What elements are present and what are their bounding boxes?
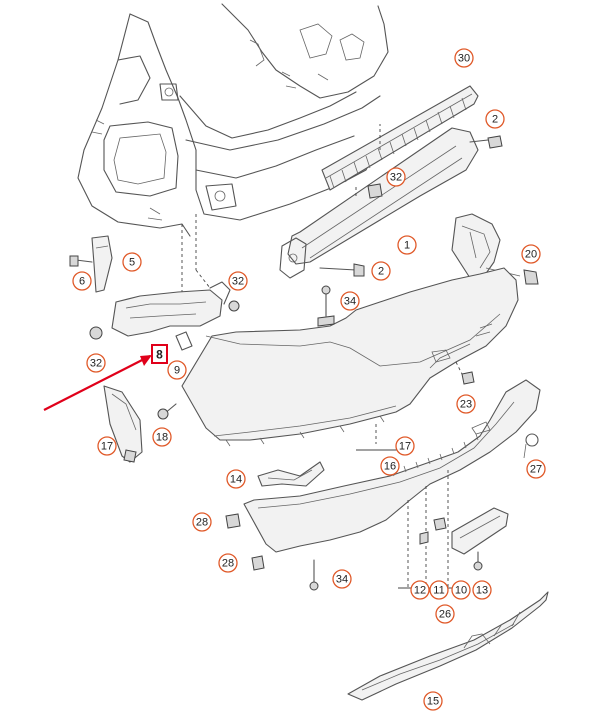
- callout-label: 32: [90, 358, 102, 370]
- callout-label: 17: [101, 441, 113, 453]
- svg-text:8: 8: [156, 348, 163, 362]
- bracket-14: [257, 461, 325, 487]
- callout-32: 32: [228, 271, 248, 291]
- callout-label: 34: [336, 574, 348, 586]
- callout-label: 15: [427, 696, 439, 708]
- callout-11: 11: [429, 580, 449, 600]
- callout-10: 10: [451, 580, 471, 600]
- impact-absorber-30: [321, 85, 479, 191]
- side-guide-20: [451, 213, 539, 285]
- callout-27: 27: [526, 459, 546, 479]
- nut-32-mid: [228, 300, 240, 312]
- callout-label: 11: [433, 585, 444, 597]
- highlight-arrow: [43, 355, 152, 411]
- callout-label: 6: [79, 276, 85, 288]
- bolt-2-mid: [319, 263, 365, 277]
- callout-label: 2: [492, 114, 498, 126]
- callout-label: 26: [439, 609, 451, 621]
- callout-34: 34: [332, 569, 352, 589]
- clip-28a: [225, 513, 241, 529]
- callout-label: 34: [344, 296, 356, 308]
- callout-label: 12: [414, 585, 426, 597]
- callout-18: 18: [152, 427, 172, 447]
- callout-label: 9: [174, 365, 180, 377]
- callout-label: 32: [390, 172, 402, 184]
- callout-8-highlighted: 8: [151, 344, 168, 364]
- callout-label: 23: [460, 399, 472, 411]
- callout-label: 14: [230, 474, 242, 486]
- callout-28: 28: [218, 553, 238, 573]
- callout-14: 14: [226, 469, 246, 489]
- stud-34-lower: [309, 559, 319, 591]
- parts-11-12-13: [419, 517, 483, 571]
- callout-label: 10: [455, 585, 467, 597]
- callout-32: 32: [386, 167, 406, 187]
- callout-23: 23: [456, 394, 476, 414]
- guide-bracket-9: [111, 269, 231, 351]
- bolt-6: [69, 255, 93, 267]
- nut-32-top: [367, 183, 383, 199]
- stud-34: [317, 285, 335, 327]
- callout-30: 30: [454, 48, 474, 68]
- nut-32-left: [89, 326, 103, 340]
- callout-label: 2: [378, 266, 384, 278]
- callout-label: 28: [196, 517, 208, 529]
- callout-9: 9: [167, 360, 187, 380]
- cap-27: [523, 433, 539, 459]
- vehicle-body-shell: [77, 3, 389, 300]
- callout-label: 5: [129, 257, 135, 269]
- callout-label: 32: [232, 276, 244, 288]
- callout-label: 27: [530, 464, 542, 476]
- callout-label: 20: [525, 249, 537, 261]
- callout-label: 13: [476, 585, 488, 597]
- callout-2: 2: [485, 109, 505, 129]
- clip-28b: [251, 555, 265, 571]
- callout-12: 12: [410, 580, 430, 600]
- side-trim-17: [103, 385, 143, 463]
- callout-17: 17: [97, 436, 117, 456]
- callout-label: 30: [458, 53, 470, 65]
- callout-label: 17: [399, 441, 411, 453]
- callout-34: 34: [340, 291, 360, 311]
- callout-label: 18: [156, 432, 168, 444]
- callout-label: 1: [404, 240, 410, 252]
- callout-15: 15: [423, 691, 443, 711]
- callout-17: 17: [395, 436, 415, 456]
- callout-28: 28: [192, 512, 212, 532]
- callout-5: 5: [122, 252, 142, 272]
- callout-20: 20: [521, 244, 541, 264]
- callout-2: 2: [371, 261, 391, 281]
- callout-label: 16: [384, 461, 396, 473]
- callout-1: 1: [397, 235, 417, 255]
- reflector-10: [451, 507, 509, 555]
- callout-label: 28: [222, 558, 234, 570]
- callout-13: 13: [472, 580, 492, 600]
- bumper-carrier-1: [279, 124, 479, 279]
- side-bracket-5: [91, 235, 113, 293]
- clip-23: [455, 361, 475, 385]
- callout-16: 16: [380, 456, 400, 476]
- callout-6: 6: [72, 271, 92, 291]
- callout-26: 26: [435, 604, 455, 624]
- screw-18: [157, 403, 177, 420]
- diffuser-trim-15: [347, 591, 549, 701]
- callout-32: 32: [86, 353, 106, 373]
- bolt-2-top: [469, 135, 503, 149]
